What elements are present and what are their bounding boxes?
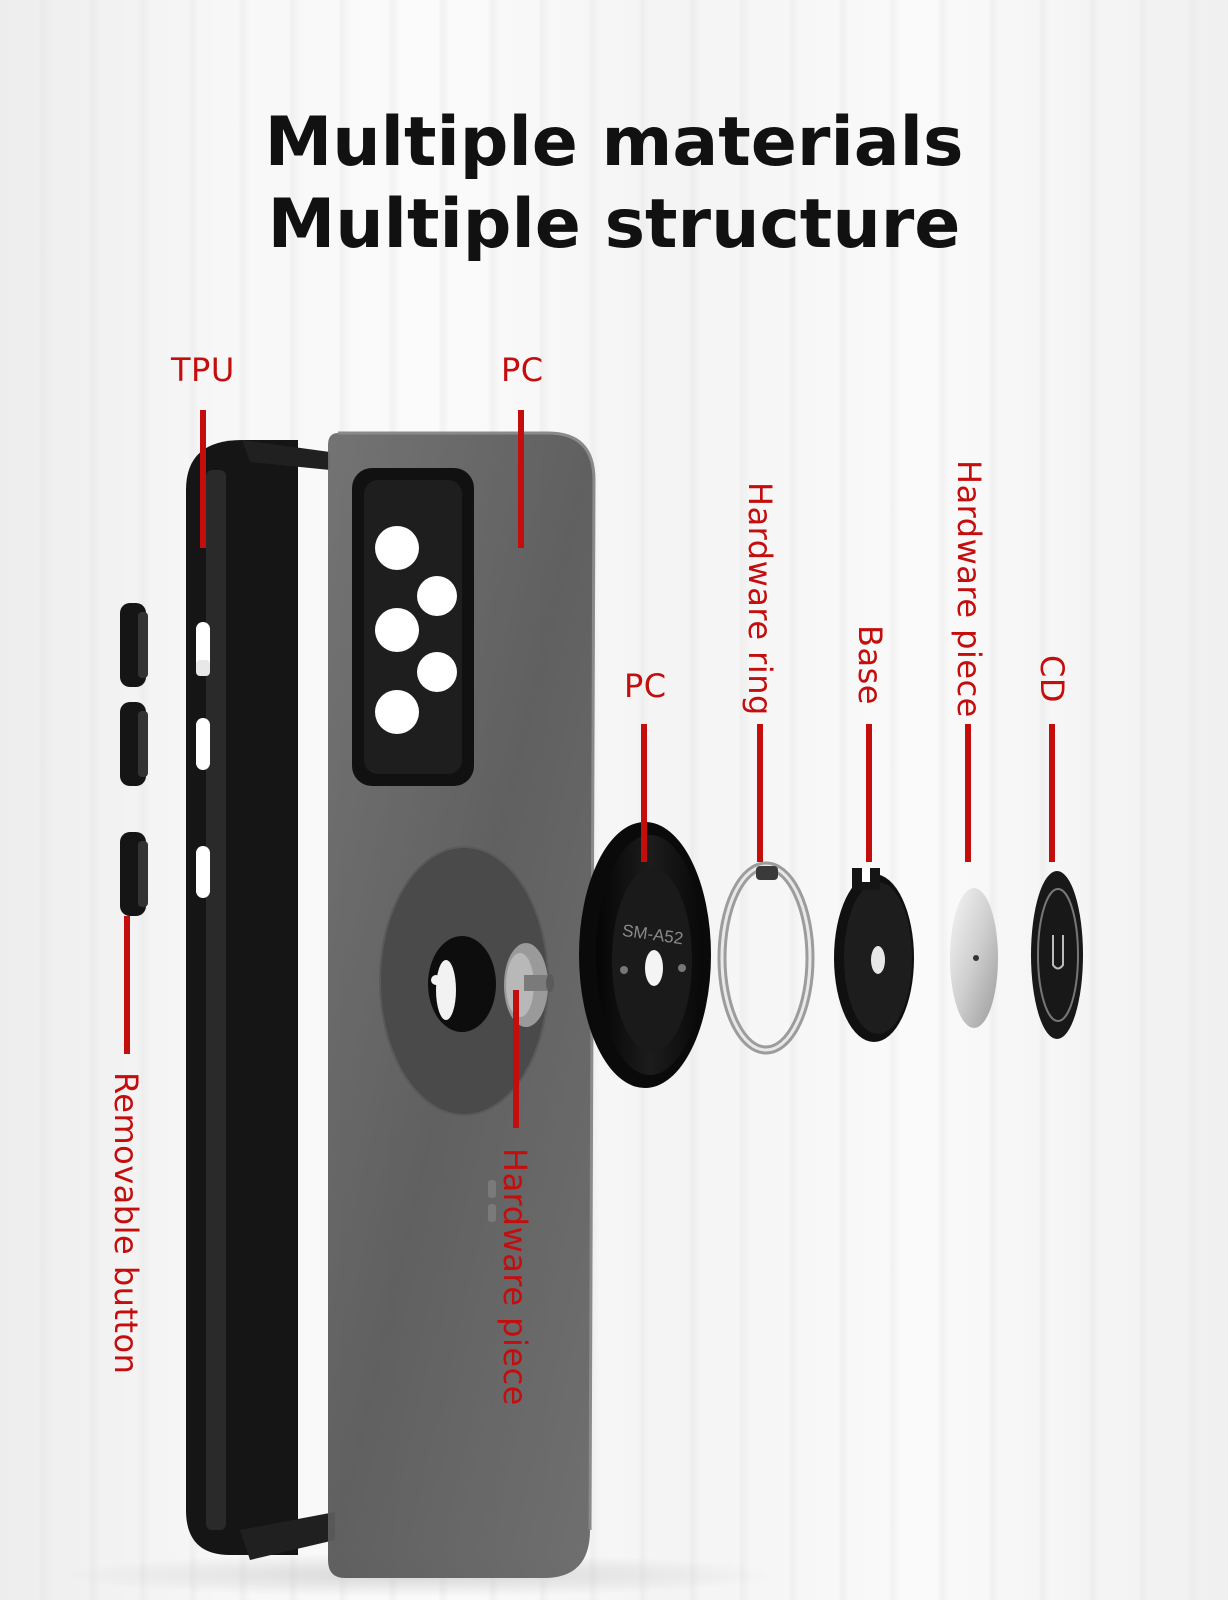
pc-back-panel (328, 431, 596, 1578)
label-removable-button: Removable button (107, 1072, 145, 1375)
base-disc (834, 868, 914, 1042)
title-line-2: Multiple structure (267, 185, 961, 264)
callout-line-hardware-piece-case (513, 990, 519, 1128)
callout-line-cd (1049, 724, 1055, 862)
label-base: Base (851, 625, 889, 705)
pc-disc: SM-A52 (579, 822, 711, 1088)
label-hardware-piece: Hardware piece (950, 460, 988, 718)
label-tpu: TPU (171, 351, 235, 389)
label-cd: CD (1033, 655, 1071, 703)
tpu-bumper-frame (186, 440, 335, 1560)
callout-line-tpu (200, 410, 206, 548)
removable-buttons (120, 603, 148, 916)
title-line-1: Multiple materials (264, 103, 964, 182)
hardware-ring (717, 861, 815, 1055)
label-pc-case: PC (501, 351, 544, 389)
callout-line-hardware-piece (965, 724, 971, 862)
page-title: Multiple materials Multiple structure (0, 102, 1228, 266)
label-hardware-ring: Hardware ring (741, 482, 779, 716)
callout-line-base (866, 724, 872, 862)
callout-line-pc-disc (641, 724, 647, 862)
cd-disc (1031, 871, 1083, 1039)
hardware-piece-disc (950, 888, 998, 1028)
callout-line-pc-case (518, 410, 524, 548)
callout-line-hardware-ring (757, 724, 763, 862)
label-hardware-piece-case: Hardware piece (496, 1148, 534, 1406)
label-pc-disc: PC (624, 667, 667, 705)
callout-line-removable-button (124, 916, 130, 1054)
